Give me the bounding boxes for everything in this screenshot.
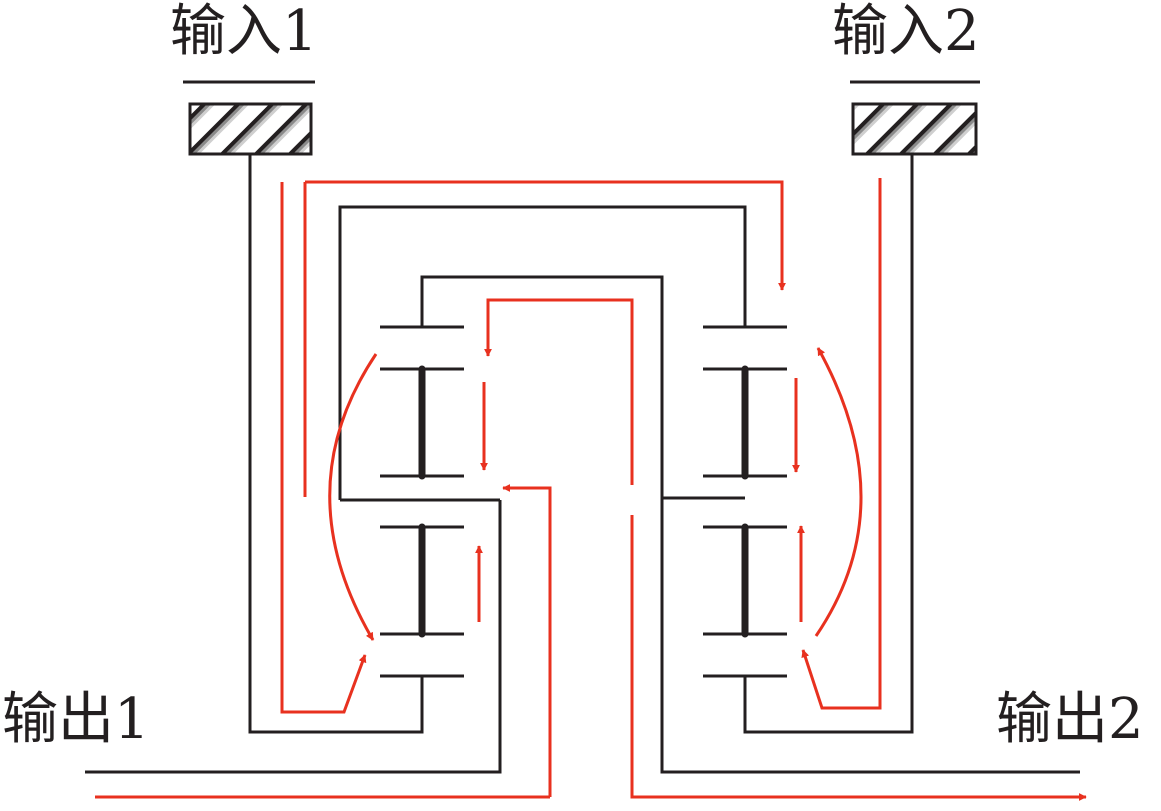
shaft-lines bbox=[85, 154, 1080, 774]
input1-block bbox=[188, 102, 313, 156]
output2-label: 输出2 bbox=[996, 687, 1144, 752]
right-gear-set bbox=[703, 325, 787, 678]
output1-label: 输出1 bbox=[2, 687, 150, 752]
input2-block bbox=[851, 102, 978, 156]
left-gear-set bbox=[380, 325, 464, 678]
input2-label: 输入2 bbox=[832, 0, 980, 64]
power-flow-arrows bbox=[95, 178, 1087, 801]
input1-label: 输入1 bbox=[170, 0, 318, 64]
